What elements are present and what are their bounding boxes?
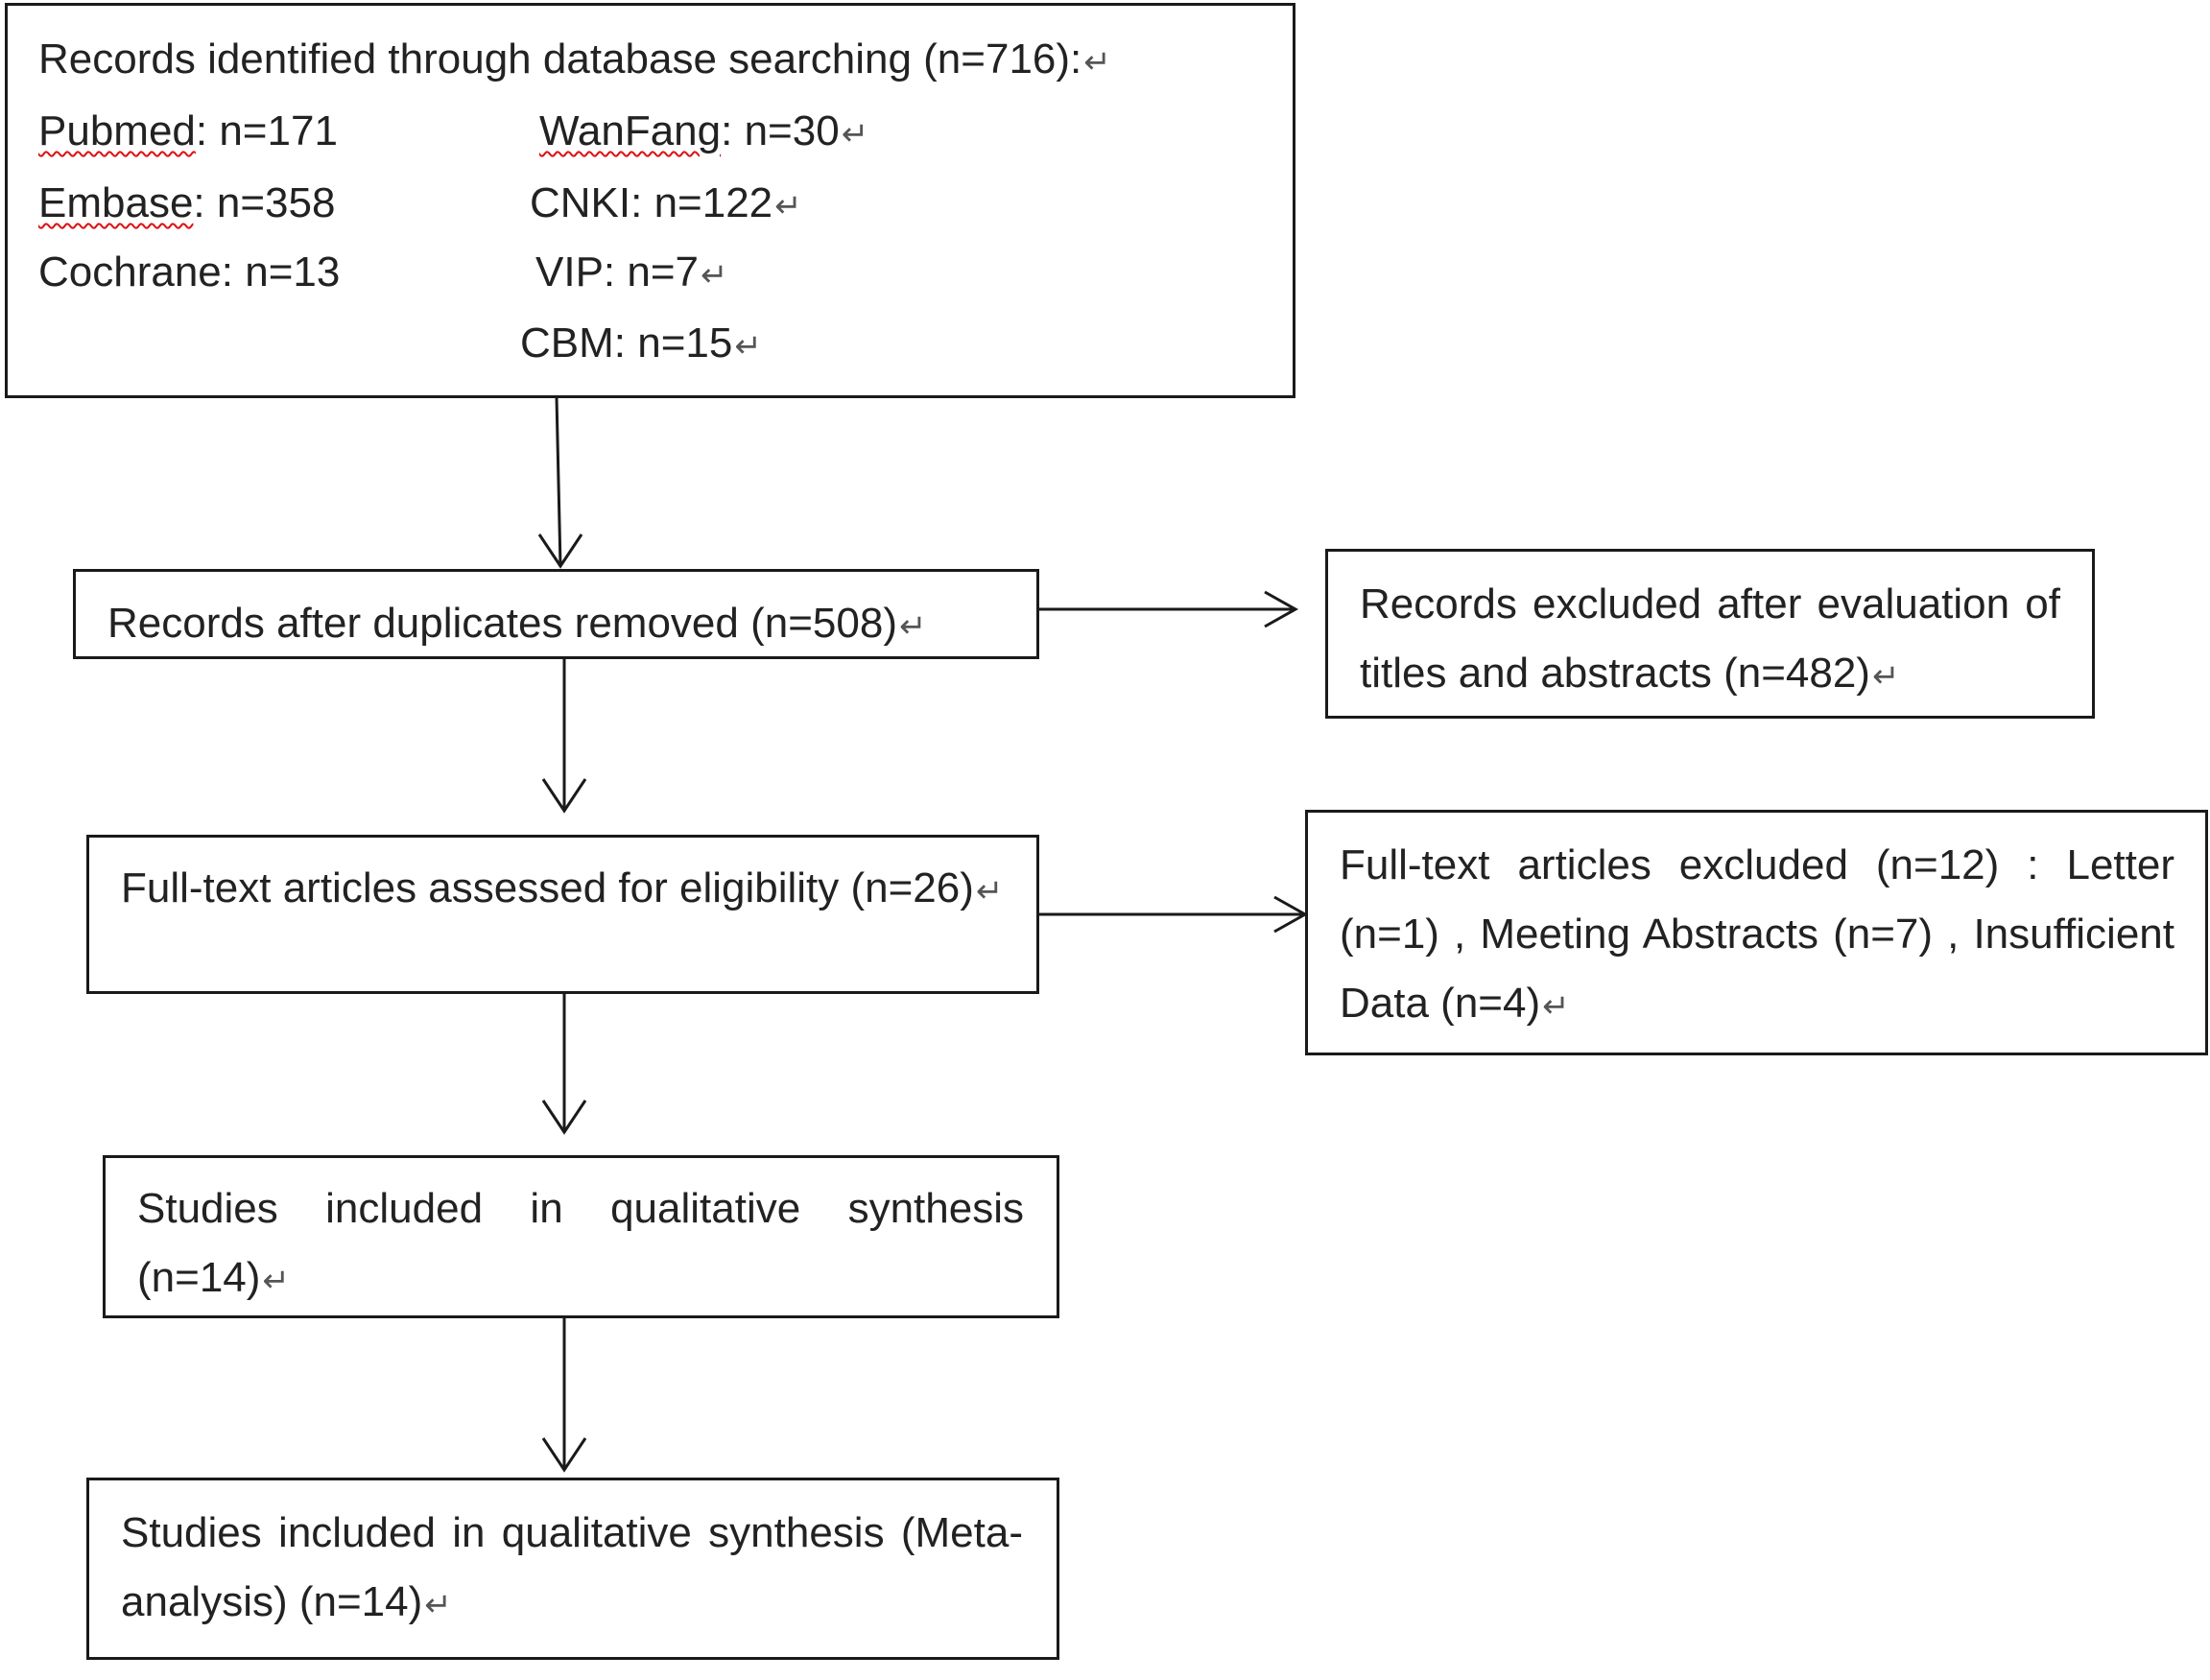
qualitative-synthesis-text: Studies included in qualitative synthesi… (137, 1185, 1024, 1301)
db-pubmed: Pubmed: n=171 (38, 107, 338, 154)
meta-analysis-text: Studies included in qualitative synthesi… (121, 1509, 1023, 1625)
qualitative-synthesis-box (103, 1155, 1059, 1318)
identification-title: Records identified through database sear… (38, 35, 1111, 83)
fulltext-excluded-text: Full-text articles excluded (n=12) : Let… (1340, 841, 2174, 1027)
fulltext-excluded-box (1305, 810, 2208, 1055)
db-vip: VIP: n=7↵ (535, 248, 728, 296)
fulltext-assessed-text: Full-text articles assessed for eligibil… (121, 864, 1004, 911)
db-embase: Embase: n=358 (38, 179, 336, 226)
excluded-titles-box (1325, 549, 2095, 719)
excluded-titles-text: Records excluded after evaluation of tit… (1360, 580, 2060, 697)
db-cochrane: Cochrane: n=13 (38, 248, 341, 296)
db-cbm: CBM: n=15↵ (520, 319, 762, 367)
fulltext-assessed-box (86, 835, 1039, 994)
meta-analysis-box (86, 1478, 1059, 1660)
db-cnki: CNKI: n=122↵ (530, 179, 802, 226)
arrow-identification-to-duplicates (555, 396, 562, 567)
duplicates-removed-text: Records after duplicates removed (n=508)… (107, 600, 927, 647)
duplicates-removed-box (73, 569, 1039, 659)
identification-box (5, 3, 1295, 398)
db-wanfang: WanFang: n=30↵ (539, 107, 869, 154)
